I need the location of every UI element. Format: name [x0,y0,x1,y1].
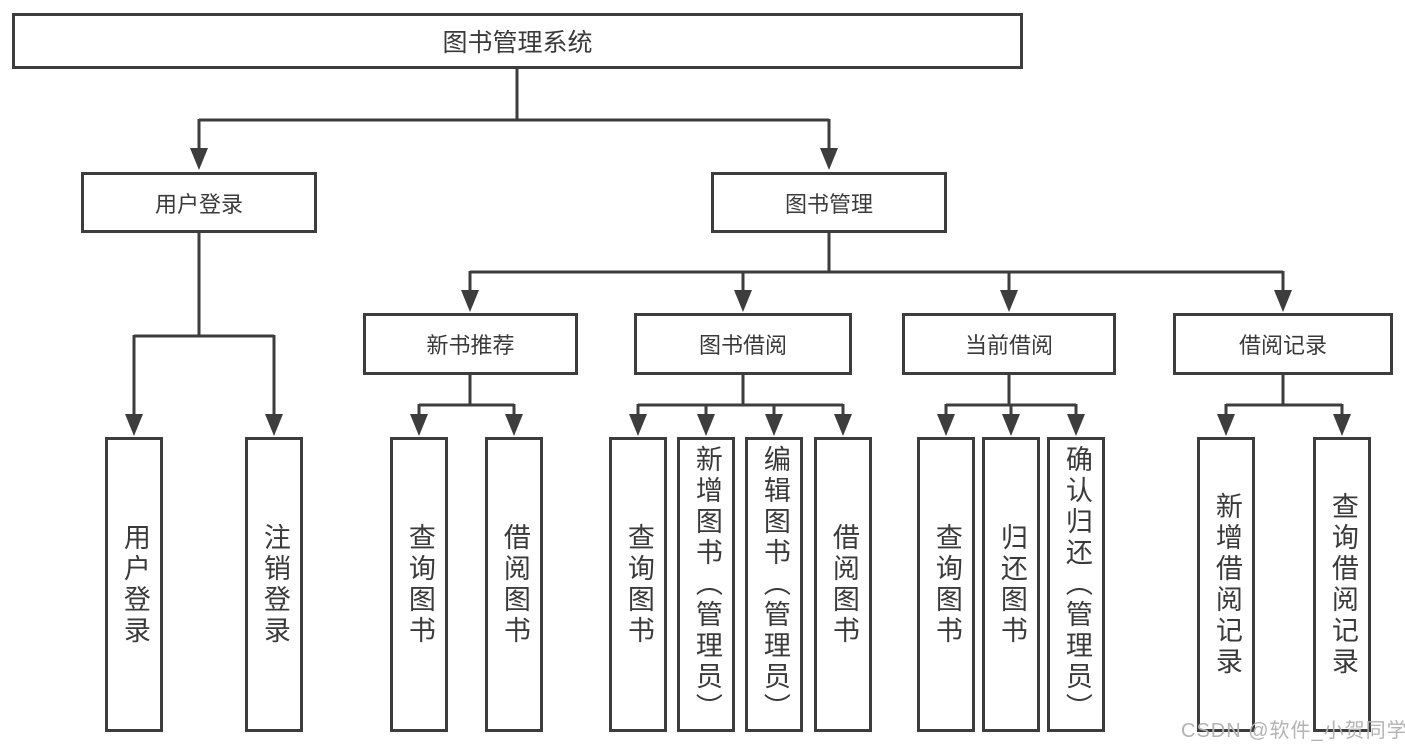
node-current-borrow: 当前借阅 [902,313,1116,375]
leaf-confirm-return-admin: 确认归还（管理员） [1047,437,1105,732]
node-book-borrow: 图书借阅 [634,313,852,375]
leaf-query-books-recommend: 查询图书 [390,437,448,732]
node-user-login: 用户登录 [81,172,317,233]
leaf-user-login: 用户登录 [105,437,163,732]
leaf-query-books-current: 查询图书 [917,437,975,732]
leaf-return-books: 归还图书 [982,437,1040,732]
node-new-book-recommend: 新书推荐 [363,313,578,375]
leaf-query-books-borrow: 查询图书 [609,437,667,732]
node-book-management: 图书管理 [711,172,947,233]
leaf-query-borrow-record: 查询借阅记录 [1313,437,1371,732]
leaf-logout-login: 注销登录 [245,437,303,732]
arrowheads [125,148,1351,436]
csdn-watermark: CSDN @软件_小贺同学 [1181,720,1405,742]
leaf-edit-books-admin: 编辑图书（管理员） [745,437,803,732]
leaf-add-borrow-record: 新增借阅记录 [1197,437,1255,732]
leaf-add-books-admin: 新增图书（管理员） [677,437,735,732]
node-library-management-system: 图书管理系统 [12,13,1023,69]
leaf-borrow-books-recommend: 借阅图书 [485,437,543,732]
leaf-borrow-books: 借阅图书 [814,437,872,732]
node-borrow-records: 借阅记录 [1173,313,1393,375]
